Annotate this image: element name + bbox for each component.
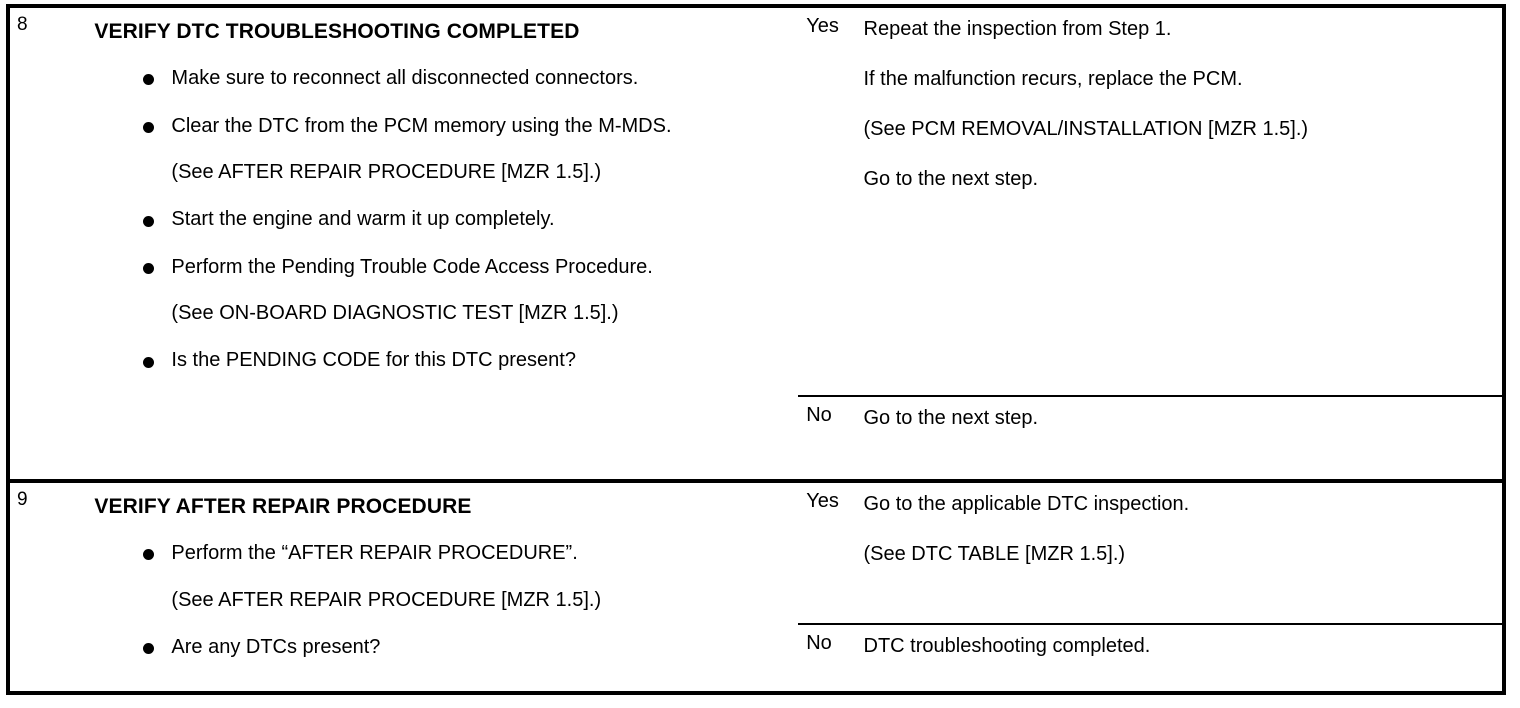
step-title: VERIFY DTC TROUBLESHOOTING COMPLETED	[94, 20, 580, 43]
action-line: Go to the next step.	[863, 407, 1039, 429]
step-description-body: VERIFY DTC TROUBLESHOOTING COMPLETED Mak…	[86, 8, 798, 384]
bullet-dot-icon	[143, 356, 155, 368]
action-line: Go to the next step.	[863, 168, 1039, 190]
action-body: Go to the applicable DTC inspection. (Se…	[855, 483, 1503, 577]
action-cell: Go to the applicable DTC inspection. (Se…	[854, 479, 1504, 624]
list-item-text: Start the engine and warm it up complete…	[171, 208, 555, 231]
list-item-text: Are any DTCs present?	[171, 635, 381, 658]
list-item: Perform the “AFTER REPAIR PROCEDURE”.	[94, 540, 788, 566]
list-item-text: Is the PENDING CODE for this DTC present…	[171, 349, 576, 372]
action-body: Repeat the inspection from Step 1. If th…	[855, 8, 1503, 202]
action-body: Go to the next step.	[855, 397, 1503, 441]
step-number: 9	[17, 489, 28, 510]
list-item-note: (See AFTER REPAIR PROCEDURE [MZR 1.5].)	[94, 587, 788, 613]
list-item-note: (See ON-BOARD DIAGNOSTIC TEST [MZR 1.5].…	[94, 300, 788, 326]
judgement-label: Yes	[806, 15, 839, 37]
judgement-cell-no: No	[798, 395, 855, 481]
list-item-note: (See AFTER REPAIR PROCEDURE [MZR 1.5].)	[94, 159, 788, 185]
table-row: 9 VERIFY AFTER REPAIR PROCEDURE Perform …	[8, 479, 1504, 693]
list-item-text: Perform the “AFTER REPAIR PROCEDURE”.	[171, 542, 578, 565]
action-line: Repeat the inspection from Step 1.	[863, 18, 1172, 40]
step-description-cell: VERIFY DTC TROUBLESHOOTING COMPLETED Mak…	[86, 6, 798, 481]
step-number-cell: 8	[8, 6, 86, 481]
action-cell: DTC troubleshooting completed.	[854, 623, 1504, 693]
judgement-cell-no: No	[798, 623, 855, 693]
step-item-list: Make sure to reconnect all disconnected …	[94, 65, 788, 374]
judgement-cell-yes: Yes	[798, 479, 855, 624]
action-cell: Repeat the inspection from Step 1. If th…	[855, 6, 1505, 396]
action-line: If the malfunction recurs, replace the P…	[863, 68, 1243, 90]
bullet-dot-icon	[143, 215, 155, 227]
troubleshooting-table: 8 VERIFY DTC TROUBLESHOOTING COMPLETED M…	[6, 4, 1506, 695]
step-description-body: VERIFY AFTER REPAIR PROCEDURE Perform th…	[86, 483, 798, 670]
table-row: No DTC troubleshooting completed.	[8, 623, 1504, 693]
list-item-text: Make sure to reconnect all disconnected …	[171, 67, 639, 90]
list-item-text: (See AFTER REPAIR PROCEDURE [MZR 1.5].)	[171, 160, 602, 183]
action-line: DTC troubleshooting completed.	[863, 635, 1151, 657]
action-line: Go to the applicable DTC inspection.	[863, 493, 1190, 515]
judgement-label: No	[806, 632, 832, 654]
step-description-cell: VERIFY AFTER REPAIR PROCEDURE Perform th…	[86, 479, 799, 693]
action-body: DTC troubleshooting completed.	[855, 625, 1503, 669]
list-item-text: Perform the Pending Trouble Code Access …	[171, 255, 653, 278]
bullet-dot-icon	[143, 121, 155, 133]
judgement-label: No	[806, 404, 832, 426]
list-item: Is the PENDING CODE for this DTC present…	[94, 347, 788, 373]
list-item: Clear the DTC from the PCM memory using …	[94, 113, 788, 139]
action-cell: Go to the next step.	[854, 395, 1504, 481]
action-line: (See PCM REMOVAL/INSTALLATION [MZR 1.5].…	[863, 118, 1309, 140]
step-item-list: Perform the “AFTER REPAIR PROCEDURE”. (S…	[94, 540, 788, 660]
bullet-dot-icon	[143, 549, 155, 561]
action-line: (See DTC TABLE [MZR 1.5].)	[863, 543, 1126, 565]
table-row: 8 VERIFY DTC TROUBLESHOOTING COMPLETED M…	[8, 6, 1504, 396]
step-number: 8	[17, 14, 28, 35]
bullet-dot-icon	[143, 74, 155, 86]
list-item-text: (See ON-BOARD DIAGNOSTIC TEST [MZR 1.5].…	[171, 302, 619, 325]
judgement-label: Yes	[806, 490, 839, 512]
judgement-cell-yes: Yes	[798, 6, 854, 396]
table-row: No Go to the next step.	[8, 395, 1504, 481]
list-item: Perform the Pending Trouble Code Access …	[94, 254, 788, 280]
list-item-text: Clear the DTC from the PCM memory using …	[171, 114, 672, 137]
list-item: Make sure to reconnect all disconnected …	[94, 65, 788, 91]
bullet-dot-icon	[143, 643, 155, 655]
list-item: Start the engine and warm it up complete…	[94, 206, 788, 232]
step-title: VERIFY AFTER REPAIR PROCEDURE	[94, 495, 472, 518]
list-item-text: (See AFTER REPAIR PROCEDURE [MZR 1.5].)	[171, 588, 602, 611]
list-item: Are any DTCs present?	[94, 634, 788, 660]
step-number-cell: 9	[8, 479, 87, 693]
bullet-dot-icon	[143, 262, 155, 274]
